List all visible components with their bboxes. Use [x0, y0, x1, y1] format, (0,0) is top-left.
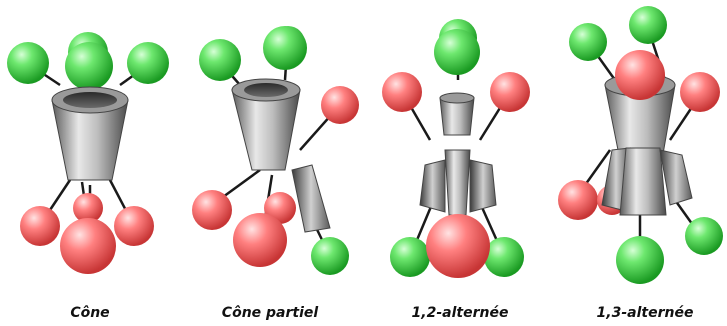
red-ball — [192, 190, 232, 230]
red-ball — [680, 72, 720, 112]
right-wing — [659, 149, 693, 206]
conformer-1-2-alternate — [382, 19, 530, 278]
red-ball — [321, 86, 359, 124]
caption-cone: Cône — [70, 305, 110, 321]
upper-wing — [439, 97, 475, 136]
red-ball — [73, 193, 103, 223]
conformer-cone — [7, 32, 169, 274]
green-ball — [484, 237, 524, 277]
center-wing — [619, 147, 667, 216]
caption-partial-cone: Cône partiel — [221, 305, 319, 321]
green-ball — [685, 217, 723, 255]
green-ball — [127, 42, 169, 84]
red-ball — [615, 50, 665, 100]
green-ball — [263, 26, 307, 70]
green-ball — [65, 42, 113, 90]
green-ball — [199, 39, 241, 81]
red-ball — [382, 72, 422, 112]
green-ball — [569, 23, 607, 61]
red-ball — [114, 206, 154, 246]
left-wing — [419, 159, 446, 213]
caption-1-3-alternate: 1,3-alternée — [596, 305, 694, 321]
red-ball — [490, 72, 530, 112]
conformer-partial-cone — [192, 26, 359, 275]
red-ball — [558, 180, 598, 220]
green-ball — [434, 29, 480, 75]
inverted-wing — [291, 164, 331, 233]
green-ball — [390, 237, 430, 277]
upper-wing-rim — [439, 92, 475, 104]
green-ball — [616, 236, 664, 284]
cup-cavity — [63, 92, 117, 108]
green-ball — [7, 42, 49, 84]
red-ball — [20, 206, 60, 246]
caption-1-2-alternate: 1,2-alternée — [411, 305, 509, 321]
green-ball — [629, 6, 667, 44]
cup-cavity — [244, 83, 288, 97]
green-ball — [311, 237, 349, 275]
center-wing — [444, 149, 471, 216]
red-ball — [60, 218, 116, 274]
red-ball — [233, 213, 287, 267]
red-ball — [426, 214, 490, 278]
conformer-1-3-alternate — [558, 6, 723, 284]
right-wing — [469, 159, 497, 213]
cup — [231, 89, 301, 171]
